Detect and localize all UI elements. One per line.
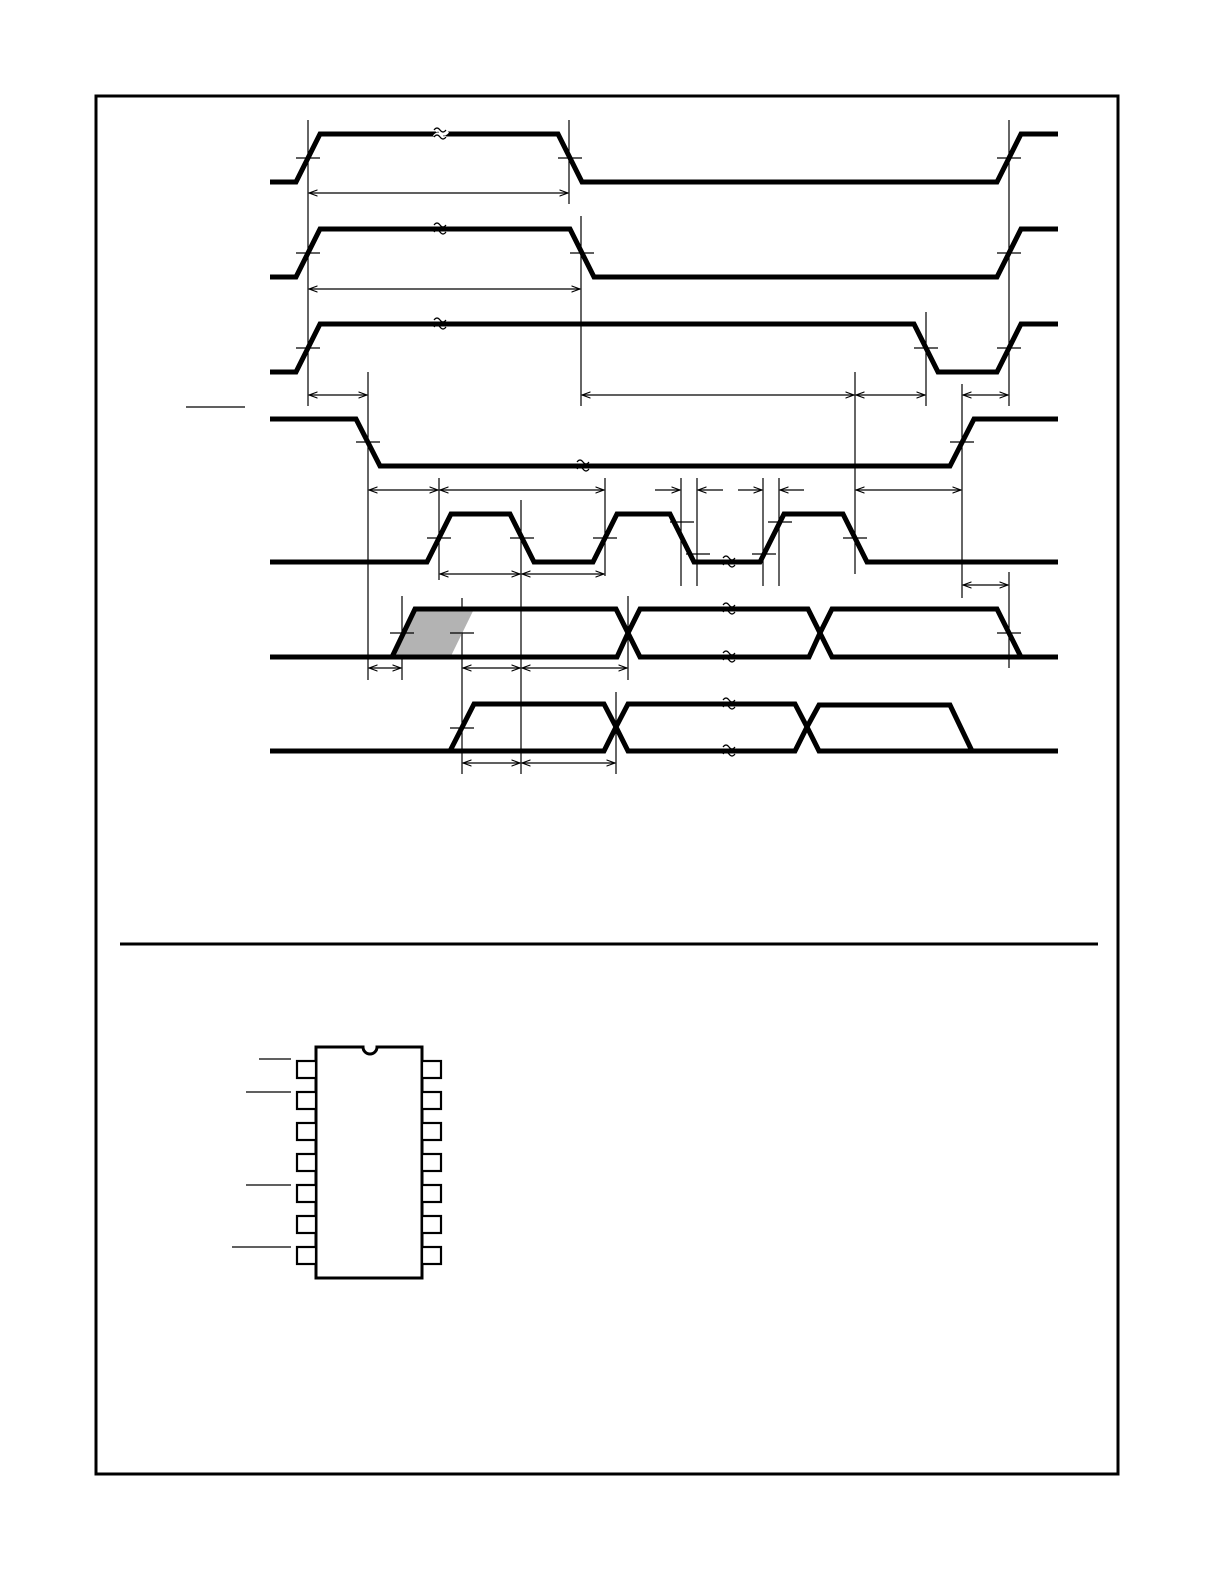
- break-mark: [433, 127, 447, 140]
- crossing-ticks: [296, 157, 1021, 729]
- ic-package-body: [314, 1045, 424, 1280]
- pin: [295, 1059, 318, 1080]
- break-marks: [433, 126, 736, 757]
- signal-5-waveform: [270, 511, 1058, 565]
- break-mark: [433, 317, 447, 330]
- signal-1-waveform: [270, 131, 1058, 185]
- break-mark: [722, 744, 736, 757]
- pin: [420, 1152, 443, 1173]
- break-mark: [576, 459, 590, 472]
- break-mark: [722, 650, 736, 663]
- shaded-transition-region: [392, 609, 474, 656]
- pin: [295, 1152, 318, 1173]
- page-frame: [94, 94, 1120, 1476]
- signal-6-low-line: [270, 627, 1058, 660]
- signal-7-low-line: [270, 721, 1058, 754]
- pin: [295, 1090, 318, 1111]
- pin: [420, 1183, 443, 1204]
- pin: [420, 1090, 443, 1111]
- right-pins: [420, 1059, 443, 1266]
- pin: [420, 1059, 443, 1080]
- timing-arrows: [309, 193, 1008, 763]
- pin: [295, 1245, 318, 1266]
- pin: [420, 1121, 443, 1142]
- signal-7-high-line: [447, 701, 975, 753]
- reference-lines: [307, 120, 1010, 774]
- waveforms: [270, 131, 1058, 754]
- break-mark: [722, 555, 736, 568]
- pin: [295, 1183, 318, 1204]
- pin: [295, 1121, 318, 1142]
- signal-4-waveform: [270, 416, 1058, 469]
- pin: [420, 1245, 443, 1266]
- signal-6-high-line: [389, 606, 1024, 659]
- signal-3-waveform: [270, 321, 1058, 375]
- break-mark: [722, 602, 736, 615]
- pin-label-overbars: [232, 1058, 291, 1248]
- package-pinout: [232, 1045, 443, 1280]
- break-mark: [433, 222, 447, 235]
- left-pins: [295, 1059, 318, 1266]
- break-mark: [722, 697, 736, 710]
- pin: [420, 1214, 443, 1235]
- timing-diagram: [186, 120, 1058, 774]
- signal-2-waveform: [270, 226, 1058, 280]
- pin: [295, 1214, 318, 1235]
